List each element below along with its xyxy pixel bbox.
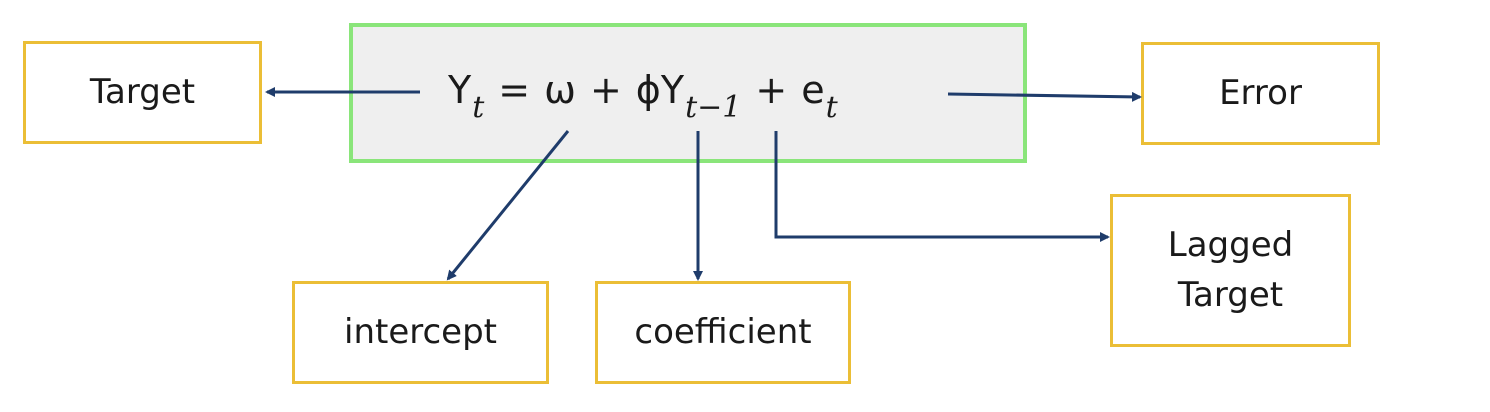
lagged-target-label-line1: Lagged — [1167, 225, 1294, 266]
eq-y: Y — [448, 68, 472, 112]
eq-equals: = — [498, 68, 531, 112]
target-label: Target — [89, 71, 196, 112]
eq-plus-1: + — [589, 68, 622, 112]
eq-e-subscript: t — [825, 90, 838, 125]
ar1-equation: Yt=ω+ϕYt−1+et — [448, 71, 838, 131]
eq-omega: ω — [544, 68, 576, 112]
lagged-target-label-line2: Target — [1177, 274, 1284, 315]
lagged-target-box: Lagged Target — [1110, 194, 1351, 347]
target-box: Target — [23, 41, 262, 144]
eq-e: e — [801, 68, 825, 112]
error-box: Error — [1141, 42, 1380, 145]
eq-y-subscript: t — [472, 90, 485, 125]
error-label: Error — [1219, 72, 1302, 113]
eq-plus-2: + — [755, 68, 788, 112]
eq-y-lag-subscript: t−1 — [685, 90, 742, 125]
eq-y-lag: Y — [660, 68, 685, 112]
coefficient-box: coefficient — [595, 281, 851, 384]
coefficient-label: coefficient — [634, 311, 812, 352]
intercept-label: intercept — [344, 311, 497, 352]
intercept-box: intercept — [292, 281, 549, 384]
eq-phi: ϕ — [635, 68, 661, 112]
